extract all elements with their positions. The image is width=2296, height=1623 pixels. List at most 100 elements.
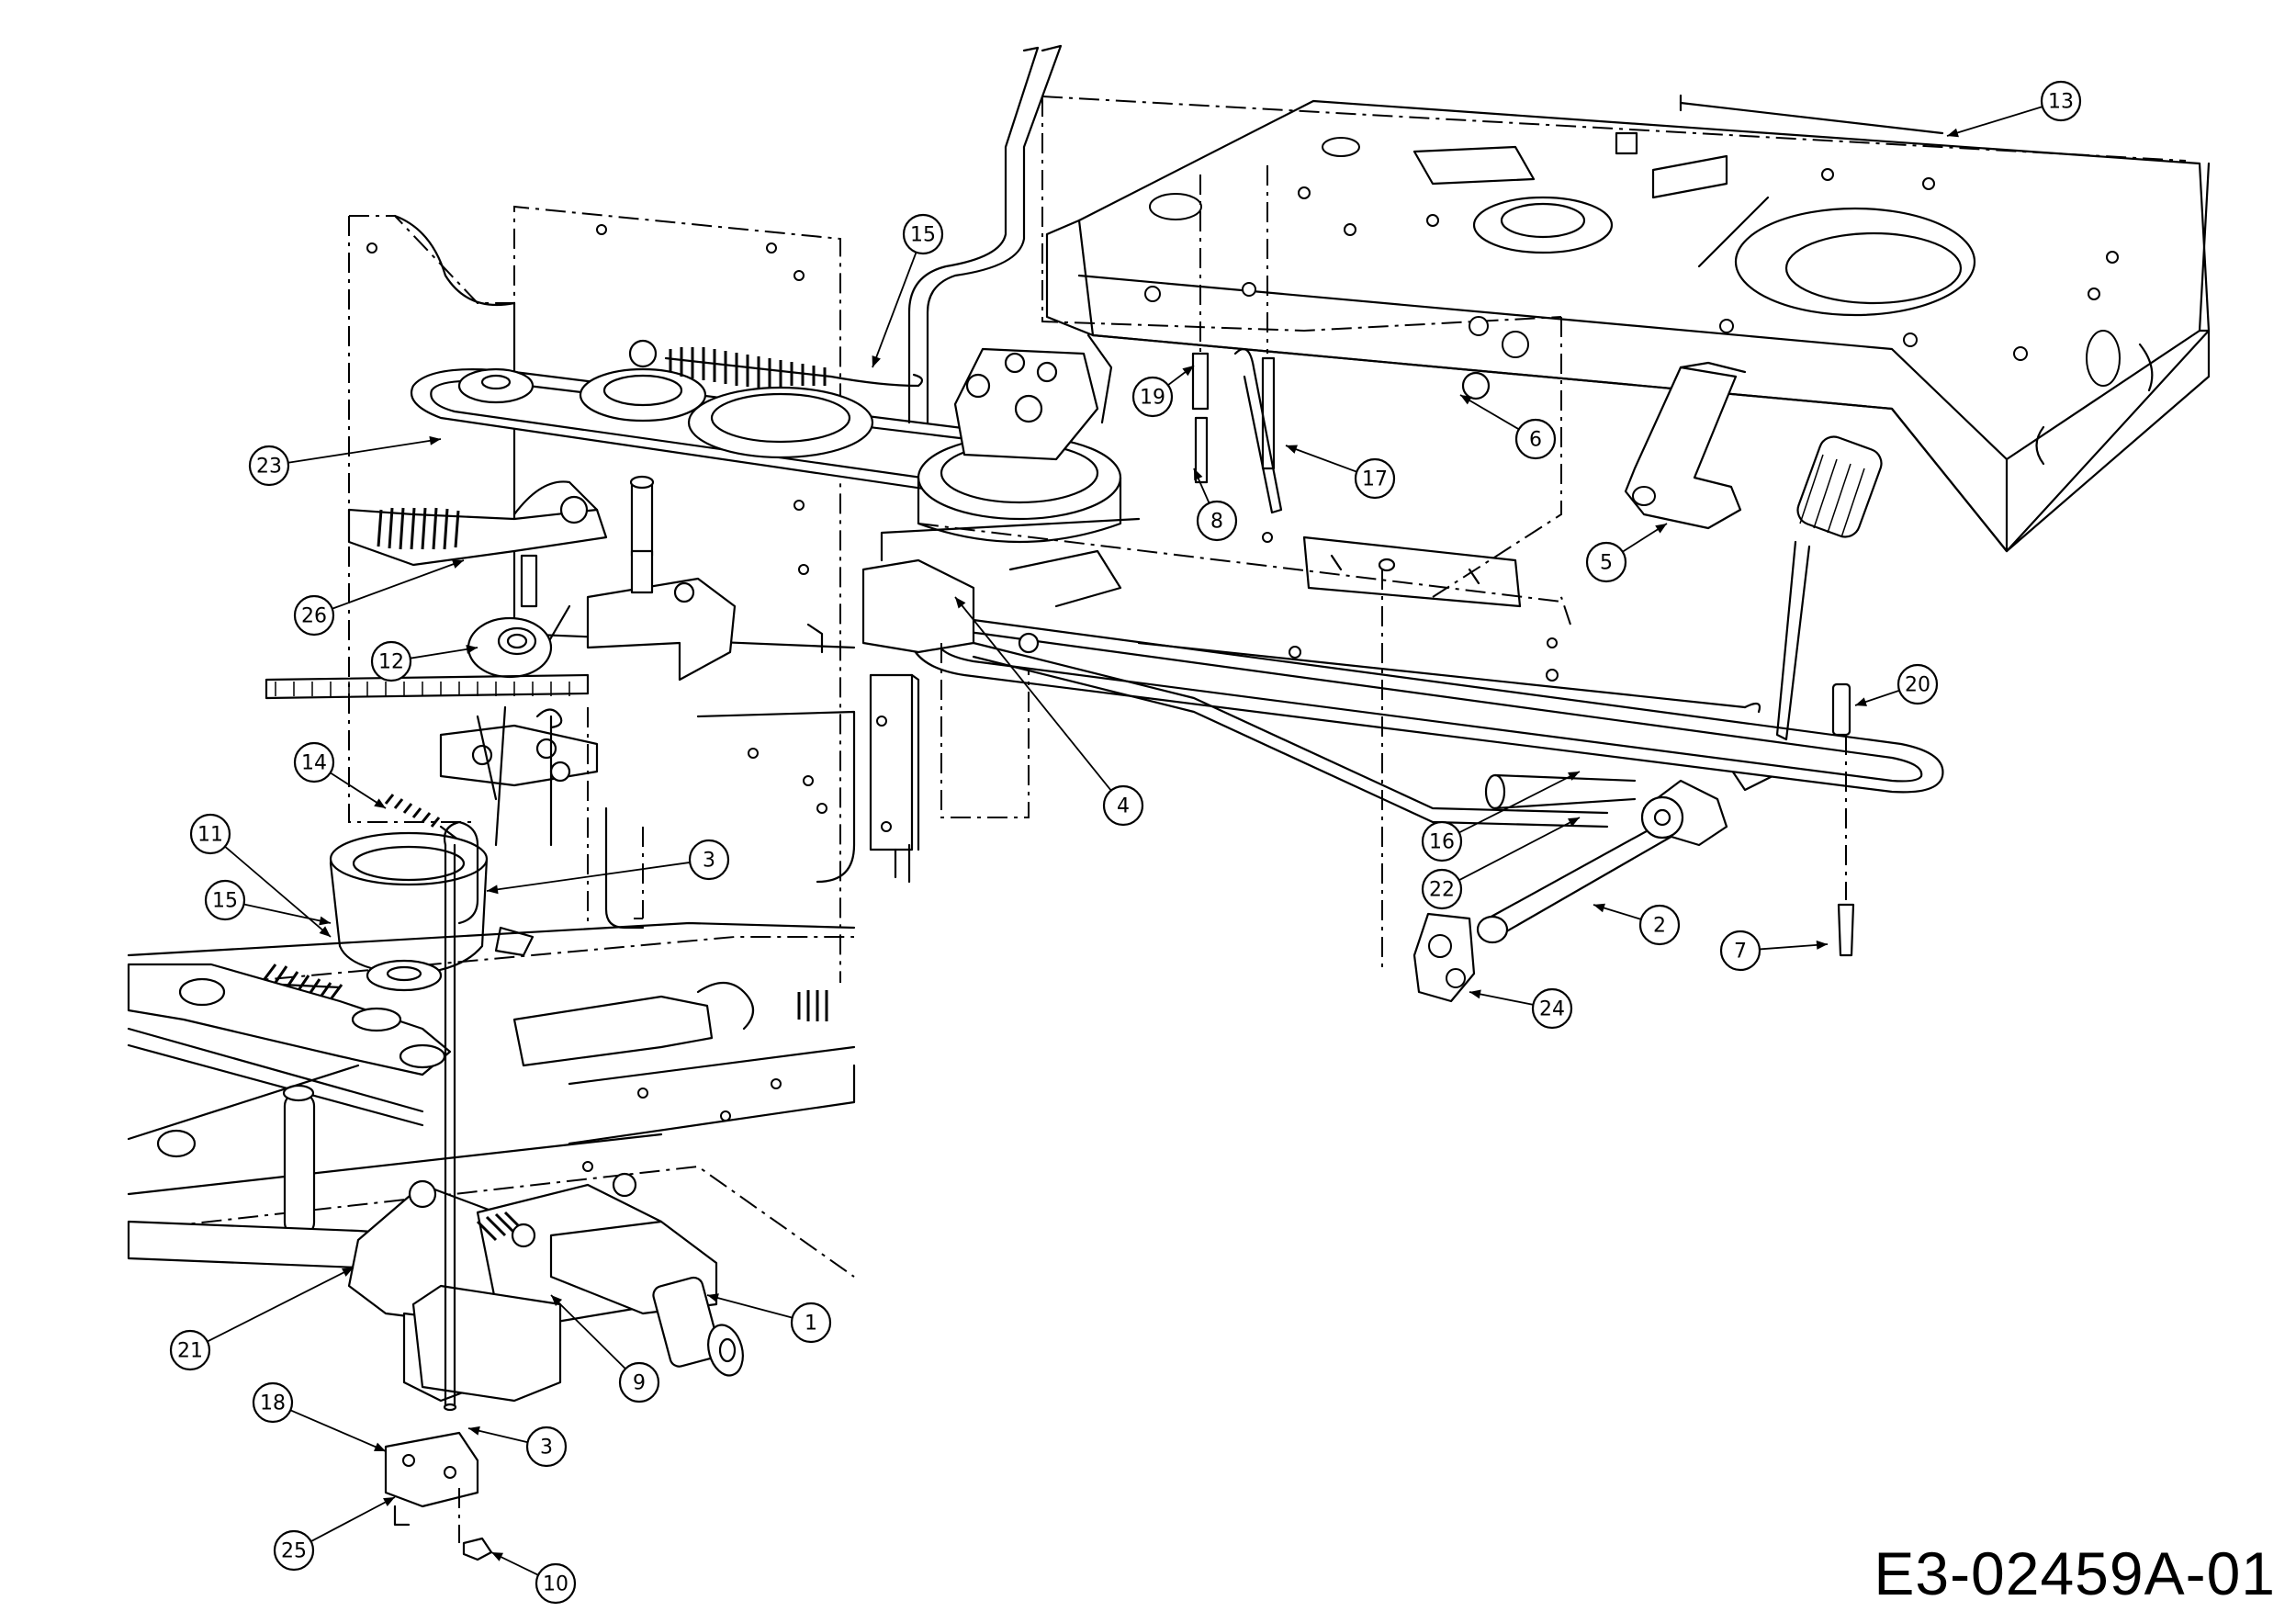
callout-label: 17 [1362,468,1388,491]
callout-19: 19 [1131,365,1195,418]
callout-leader [706,1294,793,1319]
callout-label: 24 [1539,998,1565,1021]
callout-layer: 1315196172385261220144113162215272412191… [169,80,2082,1605]
callout-label: 13 [2048,91,2074,114]
callout-15: 15 [204,879,332,926]
callout-label: 22 [1429,879,1455,902]
drawing-code: E3-02459A-01 [1874,1539,2276,1607]
callout-label: 9 [633,1372,646,1395]
spring-26 [377,507,460,550]
callout-leader [1459,394,1520,431]
callout-2: 2 [1593,903,1681,946]
callout-label: 26 [301,605,327,628]
callout-arrowhead [1655,524,1667,534]
shift-lever [907,44,1063,424]
callout-arrowhead [707,1293,719,1302]
callout-5: 5 [1585,523,1668,583]
callout-label: 3 [540,1437,553,1460]
callout-arrowhead [1593,903,1605,913]
callout-circle [273,1529,315,1572]
callout-arrowhead [468,1426,480,1436]
spring-hook [535,708,563,729]
callout-circle [790,1302,832,1344]
callout-3: 3 [486,839,730,895]
callout-leader [954,596,1112,792]
callout-label: 19 [1140,387,1165,410]
callout-leader [243,903,332,924]
callout-circle [189,813,231,855]
callout-circle [902,213,944,255]
callout-label: 3 [703,850,715,873]
callout-leader [310,1496,396,1543]
callout-arrowhead [1568,817,1580,827]
callout-22: 22 [1421,817,1581,910]
callout-circle [169,1329,211,1371]
callout-arrowhead [1286,445,1298,454]
callout-circle [1421,868,1463,910]
callout-leader [224,845,332,938]
callout-arrowhead [1182,366,1194,377]
callout-leader [207,1267,355,1343]
callout-label: 25 [281,1540,307,1563]
callout-3: 3 [467,1426,568,1468]
callout-circle [1531,987,1573,1030]
callout-arrowhead [319,916,331,926]
callout-circle [1421,820,1463,862]
callout-circle [293,594,335,637]
callout-circle [2040,80,2082,122]
callout-arrowhead [1855,697,1867,706]
callout-1: 1 [706,1293,832,1344]
callout-10: 10 [490,1551,577,1605]
callout-label: 21 [177,1340,203,1363]
callout-label: 7 [1734,941,1747,964]
callout-label: 15 [212,890,238,913]
transmission [347,1172,744,1403]
spring-top [664,347,924,388]
callout-circle [1102,784,1144,827]
callout-circle [1638,904,1681,946]
callout-arrowhead [1460,395,1472,405]
tension-bracket [384,705,599,856]
callout-circle [204,879,246,921]
spring-lower-right [797,990,828,1021]
pedal-bracket [861,517,1141,884]
callout-4: 4 [954,596,1144,827]
callout-leader [1759,943,1829,951]
callout-arrowhead [429,435,441,445]
callout-label: 16 [1429,831,1455,854]
callout-circle [618,1361,660,1403]
callout-circle [535,1562,577,1605]
callout-leader [1946,106,2043,137]
callout-leader [287,438,442,464]
right-center-panel [917,523,1571,974]
callout-label: 10 [543,1573,568,1596]
callout-circle [1514,418,1557,460]
callout-leader [332,559,465,610]
drive-pulley-11 [329,831,489,992]
callout-label: 11 [197,824,223,847]
pins [1191,165,1491,514]
bracket-5 [1624,361,1747,530]
belt-guide-band [264,673,590,700]
callout-circle [252,1381,294,1424]
callout-label: 12 [378,651,404,674]
callout-leader [1285,445,1357,473]
callout-15: 15 [872,213,944,368]
callout-circle [370,640,412,682]
callout-label: 20 [1905,674,1930,697]
callout-arrowhead [1568,772,1580,781]
callout-label: 8 [1210,511,1223,534]
bracket-18-25 [384,1431,493,1561]
callout-arrowhead [383,1497,395,1507]
axle-rod-2 [1412,751,1774,1003]
callout-20: 20 [1854,663,1939,706]
callout-leader [486,862,691,892]
callout-circle [1196,500,1238,542]
callout-circle [1719,930,1761,972]
callout-leader [289,1409,387,1452]
callout-circle [525,1426,568,1468]
callout-circle [1131,376,1174,418]
idler-pulley-12 [467,616,553,679]
callout-circle [293,741,335,783]
callout-label: 15 [910,224,936,247]
